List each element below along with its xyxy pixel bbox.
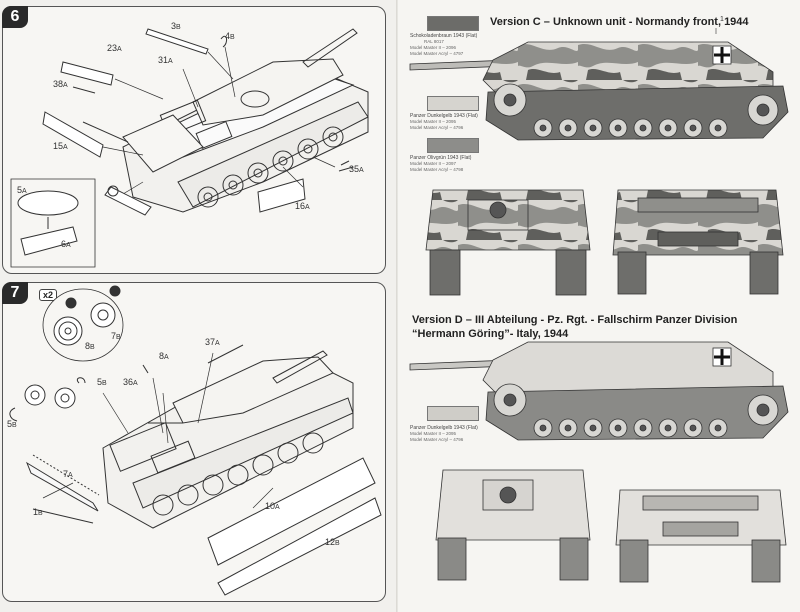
- version-c-title: Version C – Unknown unit - Normandy fron…: [490, 16, 749, 28]
- paint-name: Schokoladenbraun 1943 (Flat): [410, 33, 478, 39]
- paint-name: Panzer Olivgrün 1943 (Flat): [410, 155, 472, 161]
- part-label: 6A: [61, 239, 71, 249]
- step-7-panel: 7 x2: [2, 282, 386, 602]
- quantity-badge: x2: [39, 289, 58, 301]
- step-number: 7: [2, 282, 28, 304]
- marking-number: 1: [720, 16, 724, 23]
- paint-code: Model Master II – 2096: [410, 45, 457, 50]
- part-label: 8B: [85, 341, 95, 351]
- part-label: 7A: [63, 469, 73, 479]
- part-label: 5B: [7, 419, 17, 429]
- part-label: 1B: [33, 507, 43, 517]
- step-number: 6: [2, 6, 28, 28]
- paint-code: Model Master Acryl – 4796: [410, 437, 464, 442]
- part-label: 31A: [158, 55, 173, 65]
- paint-code: RAL 8017: [424, 39, 444, 44]
- paint-name: Panzer Dunkelgelb 1943 (Flat): [410, 113, 478, 119]
- part-label: 23A: [107, 43, 122, 53]
- part-label: 15A: [53, 141, 68, 151]
- painting-page: Version C – Unknown unit - Normandy fron…: [398, 0, 800, 612]
- step-6-hull-drawing: [10, 28, 369, 268]
- version-d-title: Version D – III Abteilung - Pz. Rgt. - F…: [412, 314, 738, 326]
- part-label: 5B: [97, 377, 107, 387]
- version-d-subtitle: “Hermann Göring”- Italy, 1944: [412, 328, 569, 340]
- paint-code: Model Master Acryl – 4798: [410, 167, 464, 172]
- part-label: 3B: [171, 21, 181, 31]
- paint-code: Model Master II – 2097: [410, 161, 457, 166]
- paint-code: Model Master Acryl – 4797: [410, 51, 464, 56]
- paint-code: Model Master II – 2095: [410, 431, 457, 436]
- paint-name: Panzer Dunkelgelb 1943 (Flat): [410, 425, 478, 431]
- part-label: 5A: [17, 185, 27, 195]
- version-d-profiles: [409, 341, 789, 583]
- paint-swatch: [427, 138, 479, 153]
- part-label: 37A: [205, 337, 220, 347]
- part-label: 35A: [349, 164, 364, 174]
- step-6-panel: 6: [2, 6, 386, 274]
- part-label: 16A: [295, 201, 310, 211]
- part-label: 7B: [111, 331, 121, 341]
- paint-swatch: [427, 96, 479, 111]
- part-label: 38A: [53, 79, 68, 89]
- part-label: 36A: [123, 377, 138, 387]
- version-c-profiles: [409, 28, 789, 296]
- part-label: 4B: [225, 31, 235, 41]
- paint-code: Model Master II – 2095: [410, 119, 457, 124]
- paint-swatch: [427, 406, 479, 421]
- paint-code: Model Master Acryl – 4796: [410, 125, 464, 130]
- assembly-page: 6: [0, 0, 398, 612]
- step-7-hull-drawing: [9, 285, 382, 596]
- part-label: 8A: [159, 351, 169, 361]
- paint-swatch: [427, 16, 479, 31]
- part-label: 12B: [325, 537, 340, 547]
- part-label: 10A: [265, 501, 280, 511]
